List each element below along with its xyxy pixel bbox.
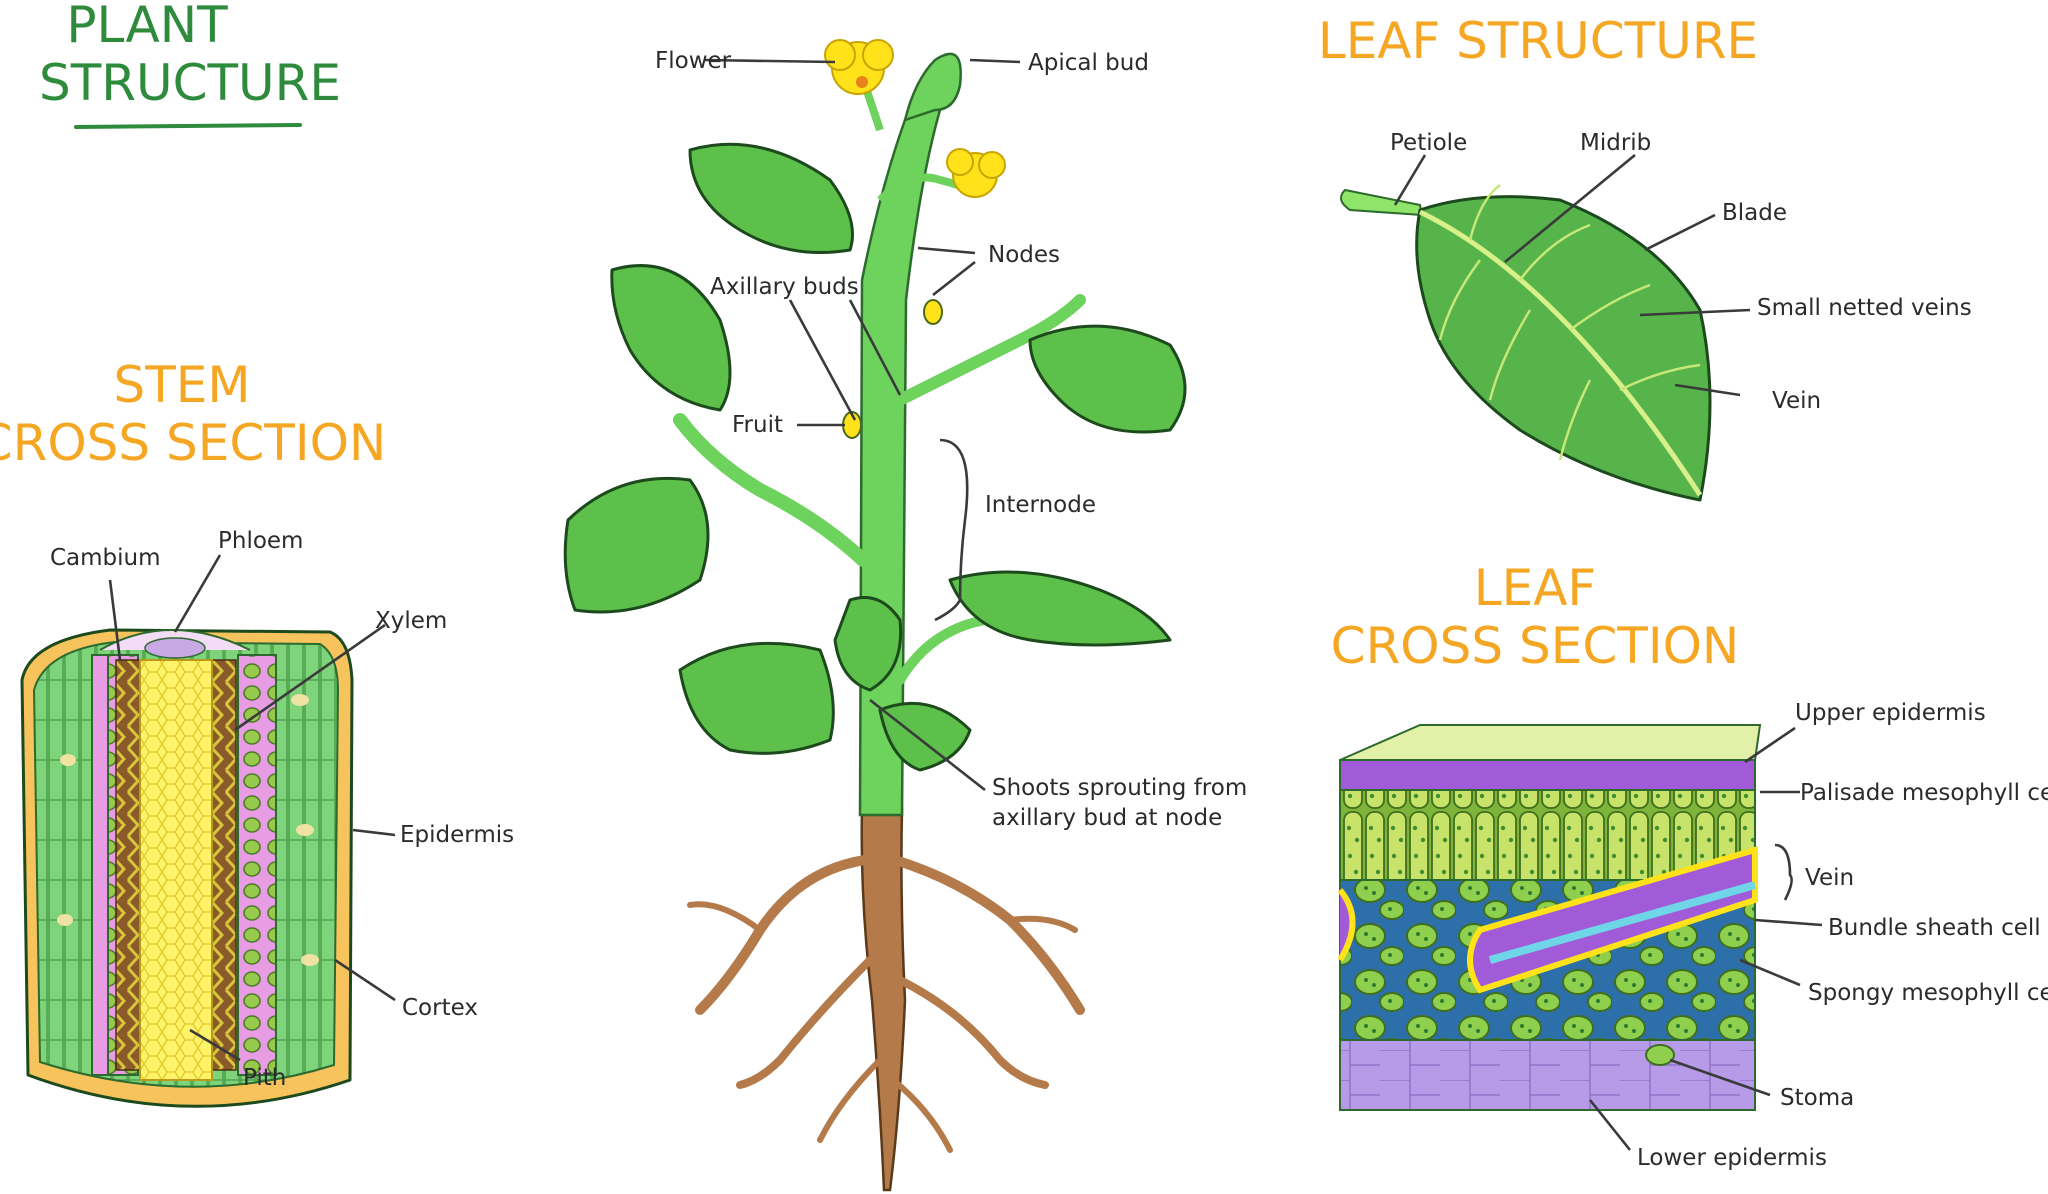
plant-labels: Flower Apical bud Nodes Axillary buds Fr… (655, 48, 1247, 831)
label-pith: Pith (243, 1065, 286, 1091)
title-leaf-structure: LEAF STRUCTURE (1318, 12, 1758, 70)
label-vein: Vein (1772, 388, 1821, 414)
label-internode: Internode (985, 492, 1096, 518)
label-petiole: Petiole (1390, 130, 1467, 156)
title-stem-line2: CROSS SECTION (0, 414, 386, 472)
label-phloem: Phloem (218, 528, 303, 554)
title-plant-line2: STRUCTURE (39, 54, 341, 112)
label-bundle-sheath: Bundle sheath cell (1828, 915, 2041, 941)
label-lower-epidermis: Lower epidermis (1637, 1145, 1827, 1171)
label-upper-epidermis: Upper epidermis (1795, 700, 1986, 726)
title-plant-line1: PLANT (66, 0, 228, 54)
title-underline (74, 123, 302, 129)
leaf-cross-section (1337, 724, 1762, 1111)
label-axillary-buds: Axillary buds (710, 274, 859, 300)
label-palisade: Palisade mesophyll cell (1800, 780, 2048, 806)
label-epidermis: Epidermis (400, 822, 514, 848)
label-small-netted-veins: Small netted veins (1757, 295, 1972, 321)
label-shoots-line1: Shoots sprouting from (992, 775, 1247, 801)
label-shoots-line2: axillary bud at node (992, 805, 1222, 831)
roots (687, 806, 1085, 1192)
stem-cross-section (20, 628, 354, 1108)
leaf-structure (1340, 184, 1712, 502)
label-blade: Blade (1722, 200, 1787, 226)
leaf-cross-labels: Upper epidermis Palisade mesophyll cell … (1637, 700, 2048, 1171)
stem-labels: Cambium Phloem Xylem Epidermis Cortex Pi… (50, 528, 514, 1091)
label-xylem: Xylem (375, 608, 447, 634)
label-fruit: Fruit (732, 412, 783, 438)
label-stoma: Stoma (1780, 1085, 1854, 1111)
title-leafcs-line2: CROSS SECTION (1331, 617, 1740, 675)
label-nodes: Nodes (988, 242, 1060, 268)
title-leafcs-line1: LEAF (1474, 559, 1596, 617)
label-flower: Flower (655, 48, 732, 74)
axillary-bud (923, 299, 943, 325)
label-spongy: Spongy mesophyll cell (1808, 980, 2048, 1006)
title-stem-line1: STEM (113, 356, 250, 414)
plant-illustration (563, 39, 1187, 1192)
pointer-lines (108, 58, 1823, 1151)
label-cs-vein: Vein (1805, 865, 1854, 891)
leaf-labels: Petiole Midrib Blade Small netted veins … (1390, 130, 1972, 414)
label-cortex: Cortex (402, 995, 478, 1021)
flowers (824, 39, 1006, 198)
label-cambium: Cambium (50, 545, 161, 571)
label-midrib: Midrib (1580, 130, 1651, 156)
label-apical-bud: Apical bud (1028, 50, 1149, 76)
plant-leaves (563, 142, 1187, 772)
